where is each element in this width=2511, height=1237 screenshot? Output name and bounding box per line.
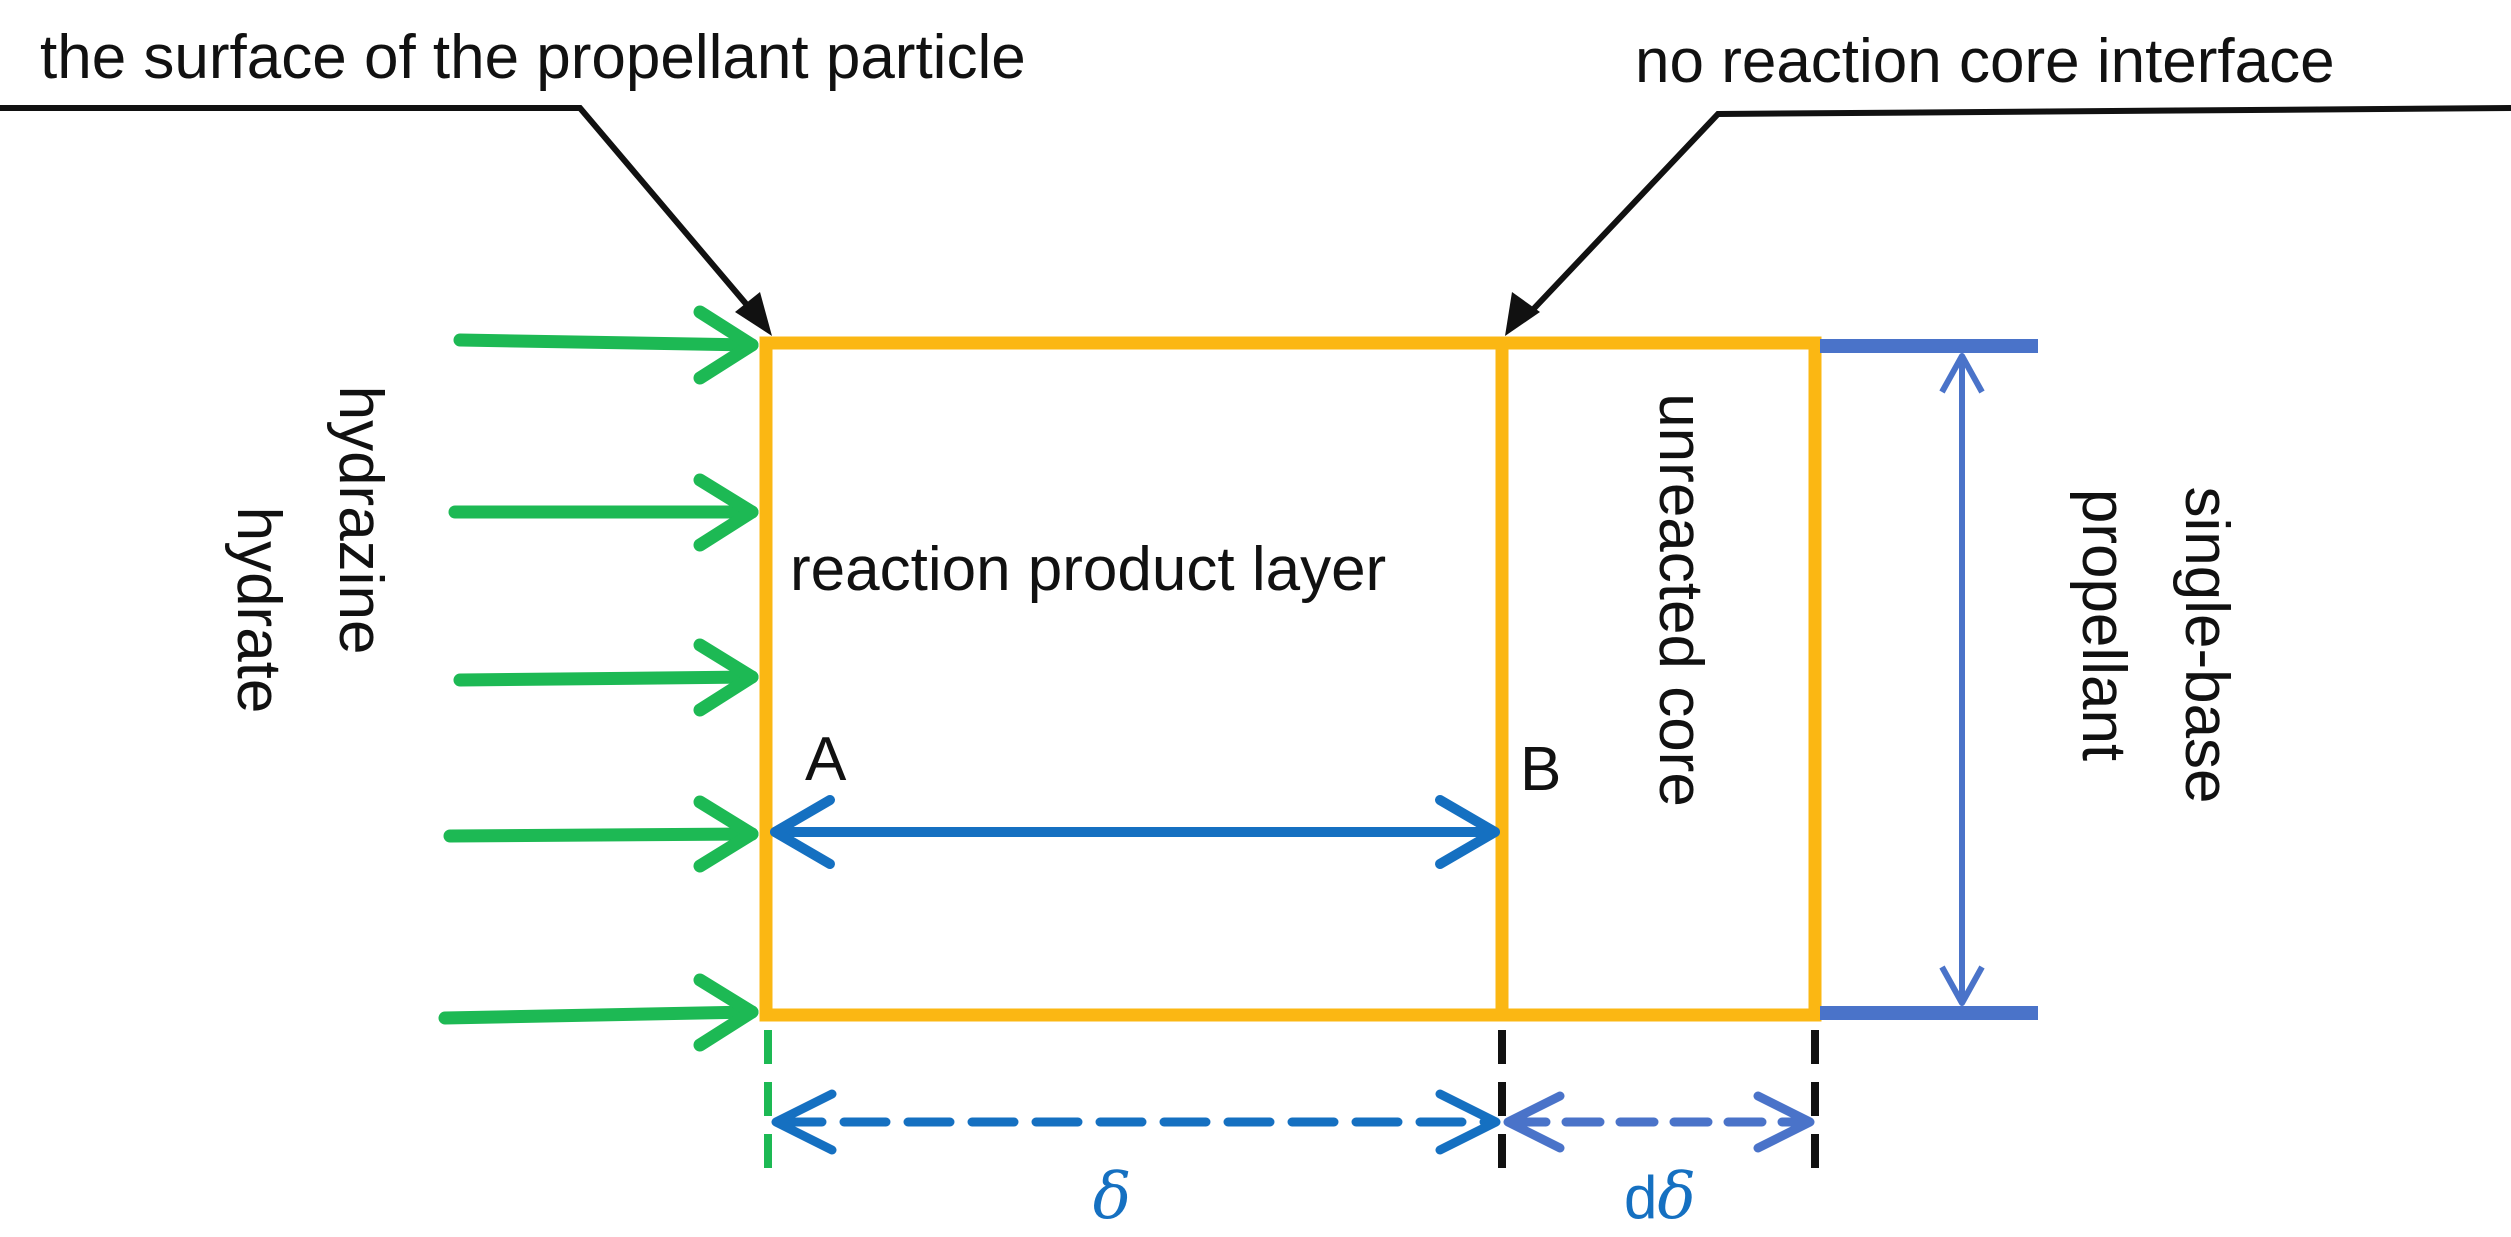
reagent-arrows: [438, 305, 759, 1052]
propellant-label-line2: propellant: [2069, 489, 2138, 761]
reagent-arrow-5: [438, 973, 759, 1052]
interface-label: no reaction core interface: [1635, 27, 2335, 96]
reagent-arrow-4: [443, 795, 759, 873]
reagent-arrow-2: [448, 473, 759, 552]
product-layer-label: reaction product layer: [790, 535, 1386, 604]
surface-pointer-arrowhead: [735, 292, 772, 336]
reagent-label-line1: hydrazine: [326, 386, 395, 655]
interface-pointer-line: [1522, 105, 2511, 321]
reagent-arrow-1: [453, 305, 759, 385]
delta-dimension-arrow: [771, 1089, 1501, 1155]
particle-thickness-indicator: [1820, 339, 2038, 1020]
surface-label: the surface of the propellant particle: [40, 23, 1026, 92]
d-delta-dimension-arrow: [1503, 1091, 1815, 1153]
point-b-label: B: [1520, 735, 1561, 804]
delta-label: δ: [1093, 1160, 1132, 1234]
unreacted-core-box: [1495, 336, 1822, 1022]
point-a-label: A: [805, 725, 847, 794]
d-delta-symbol: δ: [1657, 1160, 1696, 1234]
reaction-product-layer-box: [759, 336, 1509, 1022]
unreacted-core-label: unreacted core: [1646, 393, 1715, 807]
interface-pointer-arrowhead: [1505, 292, 1540, 336]
propellant-label-line1: single-base: [2172, 486, 2241, 803]
d-delta-d: d: [1624, 1164, 1657, 1231]
ab-double-arrow: [770, 795, 1500, 869]
d-delta-label: dδ: [1624, 1160, 1696, 1234]
reagent-label-line2: hydrate: [224, 507, 293, 714]
reagent-arrow-3: [453, 638, 759, 717]
surface-pointer-line: [0, 105, 761, 320]
